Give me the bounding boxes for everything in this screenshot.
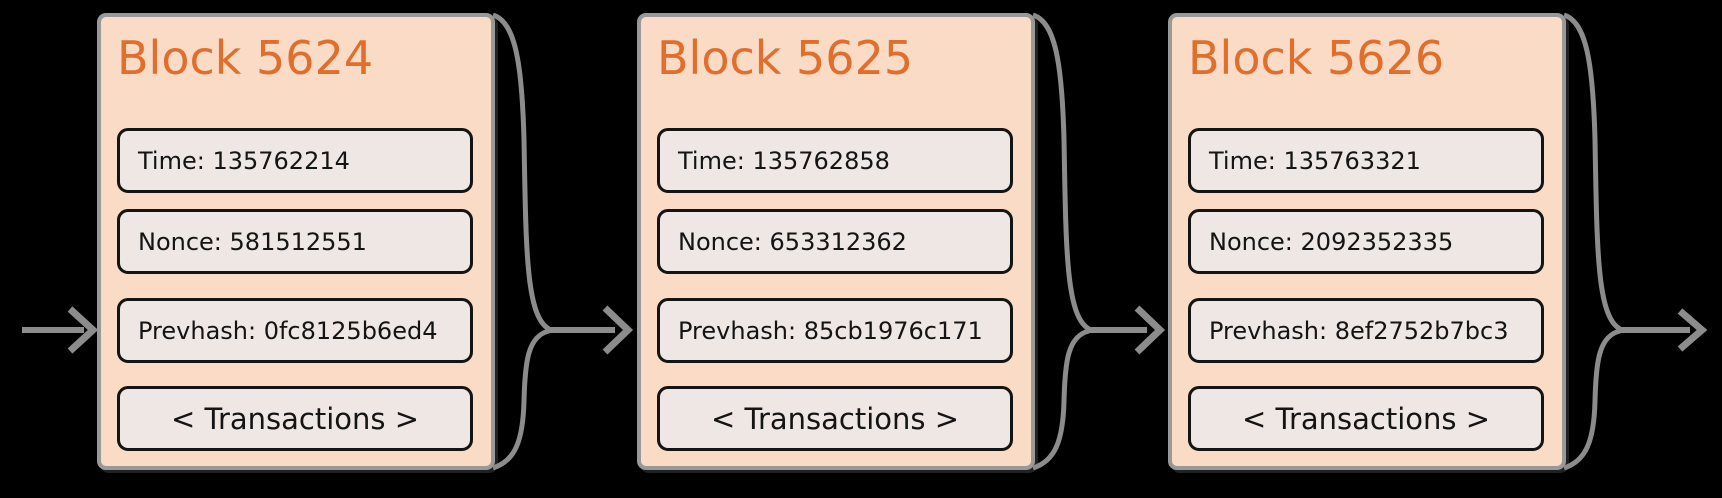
block-card-5625: Block 5625 Time: 135762858 Nonce: 653312…	[637, 13, 1035, 470]
block-card-5624: Block 5624 Time: 135762214 Nonce: 581512…	[97, 13, 495, 470]
nonce-text: Nonce: 581512551	[138, 227, 367, 256]
nonce-field: Nonce: 2092352335	[1188, 209, 1544, 274]
time-text: Time: 135762858	[678, 146, 890, 175]
transactions-text: < Transactions >	[1241, 401, 1491, 436]
transactions-field: < Transactions >	[657, 386, 1013, 451]
arrowhead-icon	[67, 306, 99, 354]
prevhash-field: Prevhash: 8ef2752b7bc3	[1188, 298, 1544, 363]
block-title: Block 5624	[117, 31, 374, 85]
prevhash-field: Prevhash: 85cb1976c171	[657, 298, 1013, 363]
transactions-text: < Transactions >	[170, 401, 420, 436]
arrowhead-icon	[602, 305, 634, 355]
nonce-text: Nonce: 2092352335	[1209, 227, 1454, 256]
incoming-arrow	[22, 306, 99, 354]
prevhash-field: Prevhash: 0fc8125b6ed4	[117, 298, 473, 363]
block-card-5626: Block 5626 Time: 135763321 Nonce: 209235…	[1168, 13, 1566, 470]
block-title: Block 5626	[1188, 31, 1445, 85]
brace-arrow-outgoing	[1562, 12, 1708, 471]
nonce-field: Nonce: 581512551	[117, 209, 473, 274]
transactions-text: < Transactions >	[710, 401, 960, 436]
block-title: Block 5625	[657, 31, 914, 85]
brace-arrow-5625-to-5626	[1031, 12, 1166, 471]
prevhash-text: Prevhash: 0fc8125b6ed4	[138, 316, 438, 345]
time-text: Time: 135762214	[138, 146, 350, 175]
arrowhead-icon	[1677, 308, 1708, 352]
time-field: Time: 135762214	[117, 128, 473, 193]
arrowhead-icon	[1134, 305, 1166, 355]
transactions-field: < Transactions >	[1188, 386, 1544, 451]
brace-arrow-5624-to-5625	[491, 12, 634, 471]
nonce-field: Nonce: 653312362	[657, 209, 1013, 274]
transactions-field: < Transactions >	[117, 386, 473, 451]
time-field: Time: 135762858	[657, 128, 1013, 193]
prevhash-text: Prevhash: 85cb1976c171	[678, 316, 983, 345]
prevhash-text: Prevhash: 8ef2752b7bc3	[1209, 316, 1509, 345]
time-field: Time: 135763321	[1188, 128, 1544, 193]
time-text: Time: 135763321	[1209, 146, 1421, 175]
nonce-text: Nonce: 653312362	[678, 227, 907, 256]
